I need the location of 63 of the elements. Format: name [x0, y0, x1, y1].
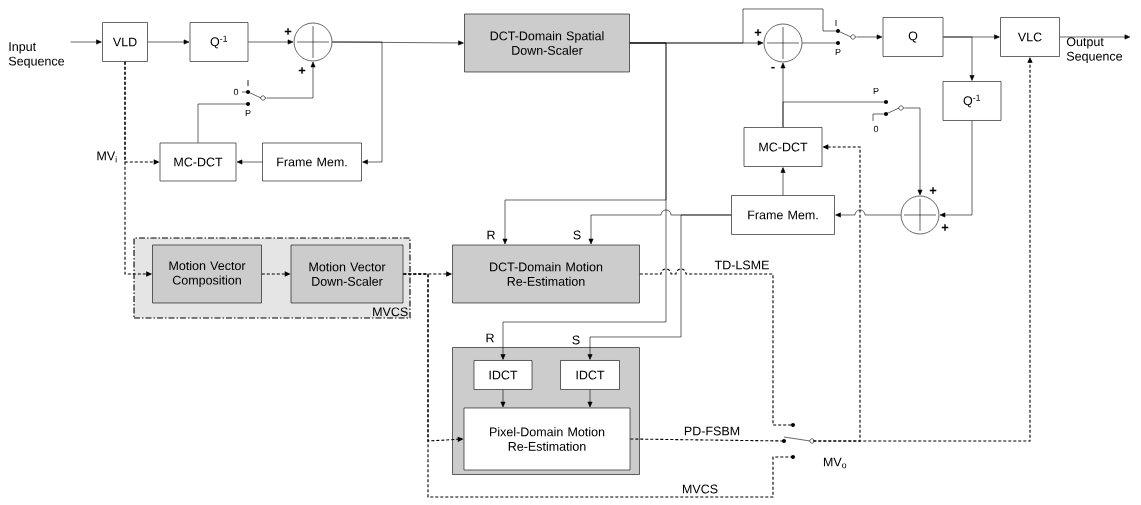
switch-label: P [835, 48, 841, 56]
arrow [587, 214, 732, 360]
arrow [70, 39, 102, 45]
process-box: MC-DCT [743, 127, 823, 167]
edge-label: PD-FSBM [682, 425, 742, 437]
switch-label: P [873, 87, 879, 95]
edge-label: TD-LSME [713, 259, 771, 271]
process-box: DCT-Domain Motion Re-Estimation [452, 244, 640, 304]
arrow [780, 167, 786, 196]
signal-label: MV$_{i}$ [97, 151, 117, 163]
process-box: Q$^{-1}$ [189, 22, 249, 62]
process-box: MC-DCT [159, 142, 237, 182]
process-box: IDCT [473, 360, 533, 390]
arrow [236, 159, 263, 165]
switch-label: P [245, 109, 251, 117]
adder-circle [900, 195, 940, 235]
process-box: Q [882, 17, 944, 57]
arrow [904, 107, 923, 196]
sign-label: + [929, 187, 937, 194]
switch-label: I [835, 19, 837, 27]
port-label: R [487, 230, 495, 240]
adder-circle [763, 23, 803, 63]
process-box: IDCT [560, 360, 620, 390]
arrow [939, 120, 973, 218]
process-box: VLD [102, 22, 148, 62]
process-box: Motion Vector Down-Scaler [290, 244, 404, 304]
process-box: DCT-Domain Spatial Down-Scaler [464, 13, 630, 73]
arrow [147, 39, 190, 45]
process-box: Frame Mem. [262, 142, 362, 182]
arrow [500, 42, 667, 360]
switch-label: I [247, 79, 249, 87]
arrow [248, 39, 294, 45]
adder-circle [293, 22, 333, 62]
switch-symbol [782, 423, 815, 459]
output-label: Output Sequence [1066, 37, 1123, 64]
signal-label: MV$_{o}$ [823, 457, 847, 469]
port-label: S [572, 335, 580, 345]
switch-symbol [241, 90, 267, 106]
process-box: VLC [1000, 17, 1060, 57]
arrow [835, 209, 901, 218]
arrow [812, 144, 861, 442]
switch-symbol [836, 29, 857, 45]
edge-label: MVCS [680, 483, 720, 495]
process-box: Pixel-Domain Motion Re-Estimation [463, 407, 631, 471]
process-box: Q$^{-1}$ [942, 81, 1002, 121]
switch-symbol [872, 100, 905, 122]
port-label: R [486, 333, 494, 343]
sign-label: + [284, 28, 292, 35]
port-label: S [573, 230, 581, 240]
arrow [1059, 34, 1131, 40]
sign-label: + [941, 224, 949, 231]
sign-label: + [754, 29, 762, 36]
process-box: Frame Mem. [731, 195, 835, 235]
input-label: Input Sequence [8, 42, 65, 68]
sign-label: - [771, 66, 775, 69]
arrow [856, 34, 883, 40]
sign-label: + [298, 67, 306, 74]
arrow [500, 389, 506, 408]
arrow [943, 36, 975, 81]
arrow [266, 61, 316, 99]
arrow [587, 389, 593, 408]
arrow [332, 41, 383, 165]
process-box: Motion Vector Composition [152, 244, 262, 304]
